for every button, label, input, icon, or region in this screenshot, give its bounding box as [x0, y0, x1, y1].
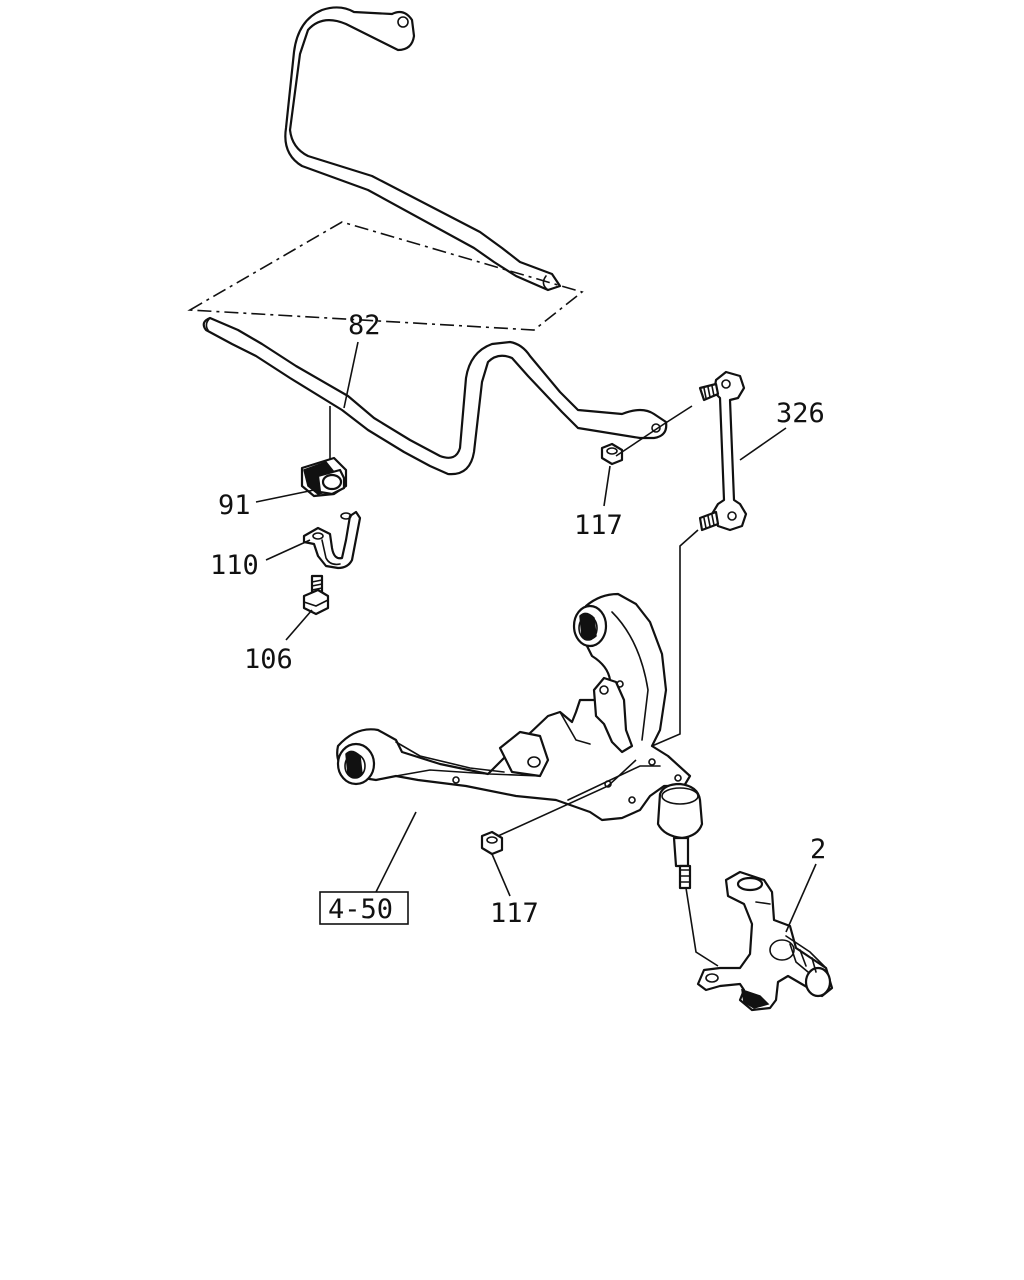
leader-117-upper	[603, 465, 611, 507]
stabilizer-bar	[202, 316, 668, 476]
leader-2	[785, 863, 817, 933]
reference-box	[319, 891, 409, 925]
leader-326	[739, 427, 787, 461]
stabilizer-link	[698, 370, 748, 532]
lower-control-arm	[336, 592, 704, 890]
callout-110: 110	[210, 550, 259, 581]
callout-117-upper: 117	[574, 510, 623, 541]
bracket	[302, 510, 362, 570]
callout-91: 91	[218, 490, 251, 521]
callout-326: 326	[776, 398, 825, 429]
callout-117-lower: 117	[490, 898, 539, 929]
leader-91	[255, 489, 315, 503]
alignment-line-link	[651, 529, 699, 747]
alignment-line-nut	[497, 759, 637, 837]
alignment-line-knuckle	[685, 887, 719, 967]
alignment-line-bolt	[615, 405, 693, 457]
callout-4-50: 4-50	[328, 894, 393, 925]
leader-106	[285, 609, 313, 641]
stabilizer-bar-upper	[284, 6, 562, 292]
bushing	[300, 456, 348, 498]
leader-117-lower	[491, 853, 511, 897]
callout-82: 82	[348, 310, 381, 341]
steering-knuckle	[696, 870, 834, 1012]
leader-110	[265, 539, 311, 561]
callout-106: 106	[244, 644, 293, 675]
exploded-view-outline	[187, 221, 584, 331]
leader-4-50	[375, 811, 417, 893]
callout-2: 2	[810, 834, 826, 865]
leader-82	[343, 341, 359, 409]
bolt	[302, 574, 330, 616]
nut-upper	[600, 442, 624, 466]
nut-lower	[480, 830, 504, 856]
